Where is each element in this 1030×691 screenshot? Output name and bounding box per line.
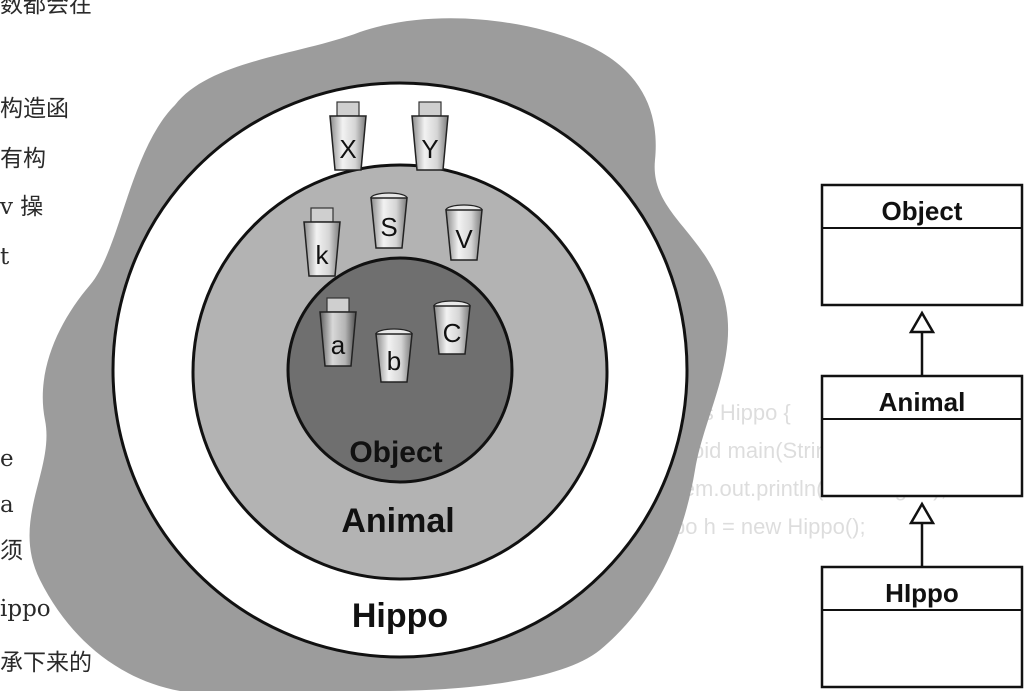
object-ring-label: Object — [349, 436, 442, 469]
variable-letter: X — [339, 134, 356, 164]
animal-ring-label: Animal — [341, 502, 454, 540]
uml-inheritance-arrow — [911, 504, 933, 567]
uml-inheritance-arrow — [911, 313, 933, 376]
uml-class-name: HIppo — [885, 578, 959, 608]
uml-class-name: Animal — [879, 387, 966, 417]
variable-letter: a — [331, 330, 346, 360]
variable-letter: V — [455, 224, 473, 254]
variable-cup: V — [446, 205, 482, 260]
uml-object-class: Object — [822, 185, 1022, 305]
uml-animal-class: Animal — [822, 376, 1022, 496]
variable-letter: S — [380, 212, 397, 242]
hippo-ring-label: Hippo — [352, 597, 448, 635]
uml-hippo-class: HIppo — [822, 567, 1022, 687]
variable-letter: Y — [421, 134, 438, 164]
variable-cup: S — [371, 193, 407, 248]
uml-class-name: Object — [882, 196, 963, 226]
variable-letter: C — [443, 318, 462, 348]
variable-letter: b — [387, 346, 401, 376]
variable-cup: b — [376, 329, 412, 382]
variable-letter: k — [316, 240, 330, 270]
variable-cup: C — [434, 301, 470, 354]
